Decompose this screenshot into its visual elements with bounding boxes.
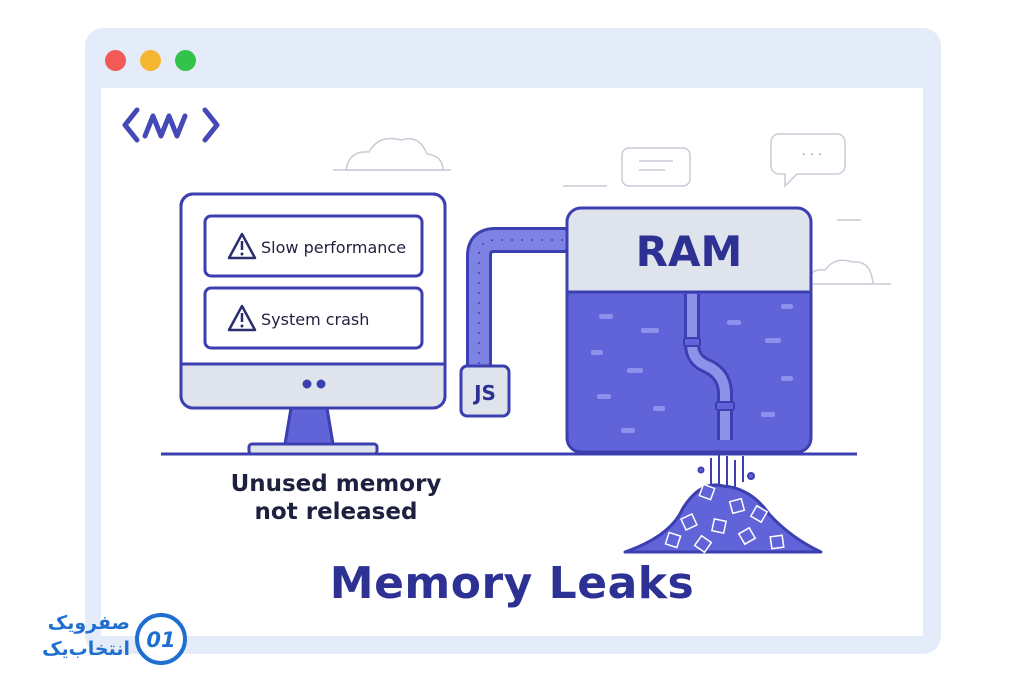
brand-line: انتخاب‌یک	[42, 638, 130, 660]
close-dot[interactable]	[105, 50, 126, 71]
illustration-canvas: · · ·	[101, 88, 923, 636]
memory-leak-illustration: · · ·	[122, 107, 891, 554]
warning-triangle-icon	[227, 304, 257, 332]
alert-system-crash: System crash	[203, 286, 424, 350]
window-controls	[105, 50, 196, 71]
brand-text: صفرویک انتخاب‌یک	[12, 610, 130, 662]
minimize-dot[interactable]	[140, 50, 161, 71]
alert-label: Slow performance	[261, 238, 406, 257]
leak-pipe	[683, 294, 735, 440]
alert-label: System crash	[261, 310, 369, 329]
message-card-icon	[563, 147, 691, 187]
browser-window: · · ·	[85, 28, 941, 654]
code-brackets-wave-icon	[122, 107, 220, 143]
caption-line: not released	[254, 499, 418, 525]
chat-bubble-text: · · ·	[802, 148, 823, 163]
caption: Unused memory not released	[221, 470, 451, 526]
alert-slow-performance: Slow performance	[203, 214, 424, 278]
js-label: JS	[472, 381, 496, 405]
ram-label: RAM	[636, 227, 743, 276]
warning-triangle-icon	[227, 232, 257, 260]
brand-watermark: صفرویک انتخاب‌یک 01	[12, 606, 188, 672]
monitor-stand	[283, 406, 335, 446]
monitor-led	[302, 379, 312, 389]
memory-pile	[623, 483, 823, 554]
caption-line: Unused memory	[230, 471, 442, 497]
maximize-dot[interactable]	[175, 50, 196, 71]
brand-line: صفرویک	[47, 612, 130, 634]
brand-mark: 01	[146, 628, 175, 652]
pipe-icon	[466, 227, 567, 374]
chat-bubble-icon	[770, 133, 846, 188]
brand-logo-icon: 01	[135, 613, 187, 665]
page-title: Memory Leaks	[329, 558, 695, 609]
js-badge: JS	[459, 364, 511, 418]
